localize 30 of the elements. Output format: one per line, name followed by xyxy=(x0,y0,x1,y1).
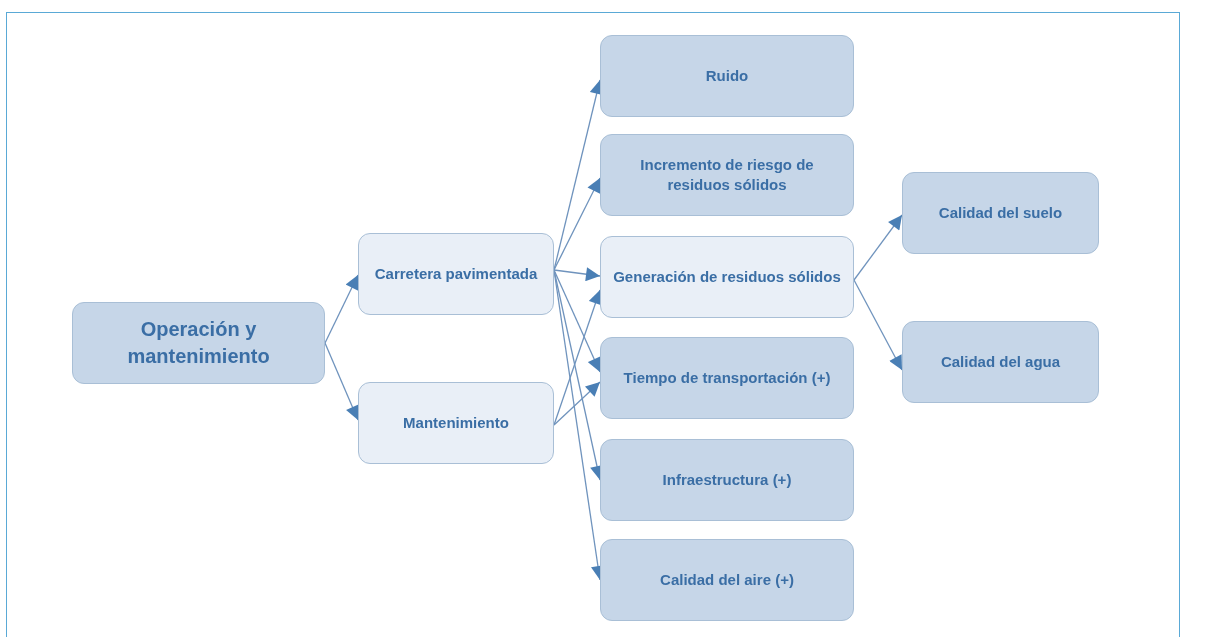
process-box xyxy=(72,302,325,384)
arrow xyxy=(553,177,601,271)
process-box xyxy=(600,439,854,521)
process-box xyxy=(358,233,554,315)
process-box xyxy=(600,236,854,318)
box-label: Ruido xyxy=(705,65,749,86)
process-box xyxy=(600,35,854,117)
box-label: Calidad del suelo xyxy=(938,202,1063,223)
box-label: Operación y mantenimiento xyxy=(126,317,271,369)
arrow xyxy=(853,279,903,371)
process-box xyxy=(600,337,854,419)
arrow xyxy=(324,274,359,344)
arrow xyxy=(553,267,601,282)
arrow xyxy=(553,381,601,426)
box-label: Calidad del agua xyxy=(940,351,1061,372)
box-label: Infraestructura (+) xyxy=(662,469,792,490)
box-label: Incremento de riesgo de residuos sólidos xyxy=(639,154,815,195)
arrow xyxy=(324,342,359,421)
process-box xyxy=(358,382,554,464)
box-label: Mantenimiento xyxy=(403,412,509,433)
process-box xyxy=(902,321,1099,403)
process-box xyxy=(600,134,854,216)
box-label: Tiempo de transportación (+) xyxy=(623,367,831,388)
arrow xyxy=(553,269,601,373)
arrow xyxy=(853,214,903,281)
box-label: Calidad del aire (+) xyxy=(660,569,794,590)
process-box xyxy=(902,172,1099,254)
box-label: Carretera pavimentada xyxy=(374,263,538,284)
process-box xyxy=(600,539,854,621)
box-label: Generación de residuos sólidos xyxy=(613,266,841,287)
